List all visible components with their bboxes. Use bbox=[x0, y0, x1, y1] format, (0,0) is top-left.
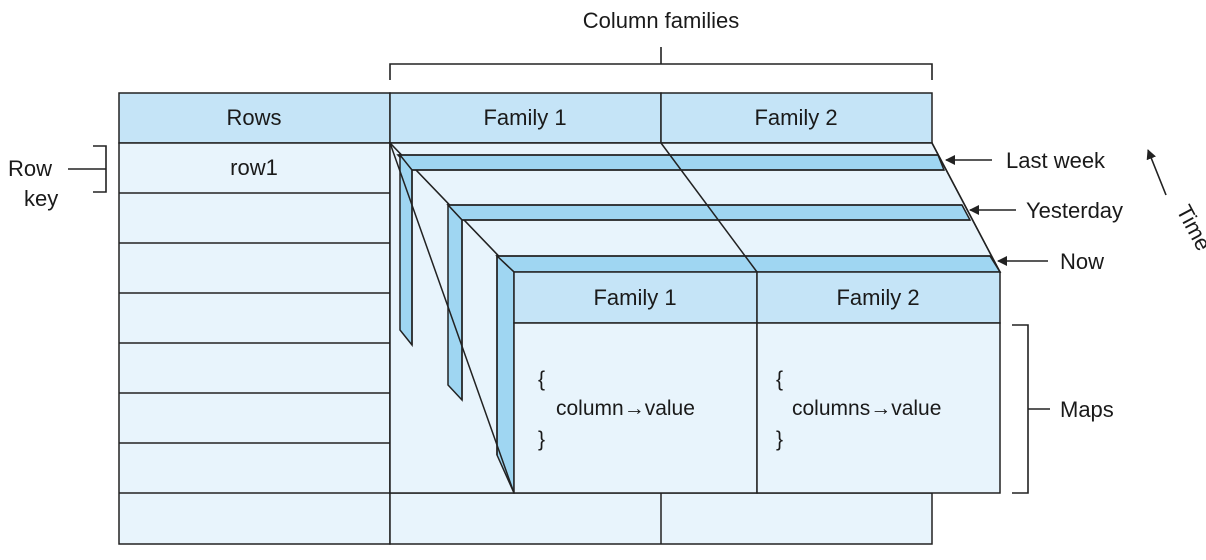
left-stripe-3 bbox=[496, 254, 515, 494]
family2-header-label: Family 2 bbox=[754, 105, 837, 130]
row-key-bracket bbox=[68, 145, 107, 193]
family1-header-cell bbox=[389, 92, 662, 144]
maps-bracket bbox=[1012, 324, 1050, 494]
map1-entry: column→value bbox=[556, 397, 695, 420]
now-label: Now bbox=[1060, 249, 1104, 274]
column-families-bracket bbox=[389, 47, 933, 80]
front-family1-header-label: Family 1 bbox=[593, 285, 676, 310]
family1-header-label: Family 1 bbox=[483, 105, 566, 130]
row-key-label-line2: key bbox=[24, 186, 58, 211]
time-slab bbox=[388, 141, 1002, 494]
row1-label: row1 bbox=[230, 155, 278, 180]
rows-header-label: Rows bbox=[226, 105, 281, 130]
front-family1-map-cell bbox=[513, 322, 758, 494]
front-family2-map-cell bbox=[756, 322, 1001, 494]
left-stripe-1 bbox=[399, 152, 413, 348]
time-arrow bbox=[1146, 149, 1167, 196]
map2-open-brace: { bbox=[776, 368, 783, 391]
stripe-now bbox=[495, 255, 1002, 273]
map1-close-brace: } bbox=[538, 428, 545, 451]
map1-open-brace: { bbox=[538, 368, 545, 391]
maps-label: Maps bbox=[1060, 397, 1114, 422]
rows-header-cell bbox=[118, 92, 391, 144]
family2-header-cell bbox=[660, 92, 933, 144]
front-family2-header-label: Family 2 bbox=[836, 285, 919, 310]
map2-close-brace: } bbox=[776, 428, 783, 451]
arrows bbox=[945, 149, 1167, 266]
last-week-label: Last week bbox=[1006, 148, 1106, 173]
brackets bbox=[68, 47, 1050, 494]
map2-entry: columns→value bbox=[792, 397, 941, 420]
yesterday-label: Yesterday bbox=[1026, 198, 1123, 223]
time-label: Time bbox=[1172, 201, 1206, 255]
front-family2-header-cell bbox=[756, 271, 1001, 324]
column-families-label: Column families bbox=[583, 8, 740, 33]
row-key-label-line1: Row bbox=[8, 156, 52, 181]
left-stripe-2 bbox=[447, 203, 463, 402]
